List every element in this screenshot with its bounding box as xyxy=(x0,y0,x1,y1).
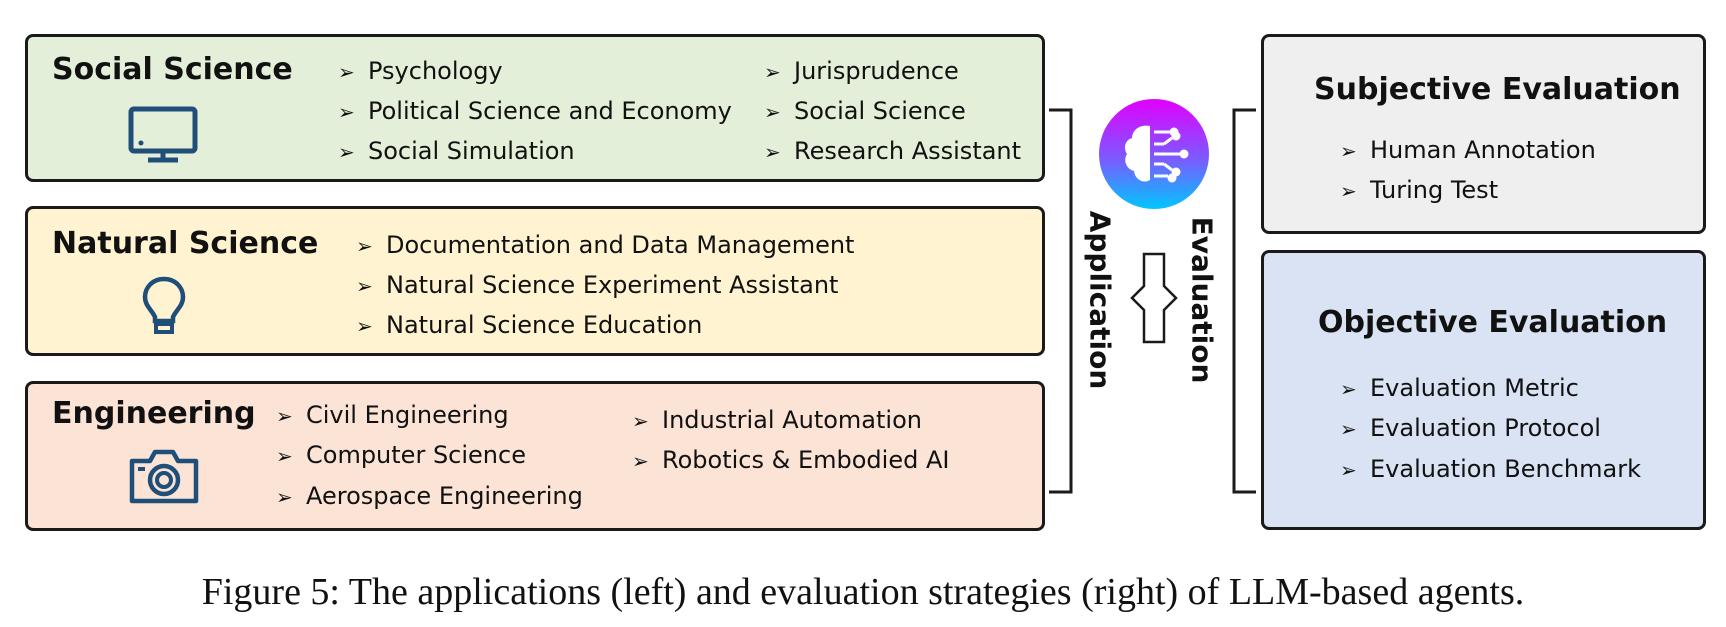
natural-science-box xyxy=(25,206,1045,356)
list-item: ➢Natural Science Experiment Assistant xyxy=(356,271,839,299)
application-bracket xyxy=(1049,108,1073,494)
objective-evaluation-title: Objective Evaluation xyxy=(1318,305,1668,340)
engineering-title: Engineering xyxy=(52,396,256,431)
list-item: ➢Psychology xyxy=(338,57,503,85)
evaluation-label: Evaluation xyxy=(1185,216,1219,384)
list-item: ➢Human Annotation xyxy=(1340,136,1596,164)
engineering-box xyxy=(25,381,1045,531)
objective-evaluation-box xyxy=(1261,250,1706,530)
subjective-evaluation-title: Subjective Evaluation xyxy=(1314,72,1681,107)
list-item: ➢Social Science xyxy=(764,97,966,125)
list-item: ➢Civil Engineering xyxy=(276,401,509,429)
list-item: ➢Evaluation Benchmark xyxy=(1340,455,1641,483)
social-science-title: Social Science xyxy=(52,52,293,87)
list-item: ➢Evaluation Metric xyxy=(1340,374,1579,402)
list-item: ➢Turing Test xyxy=(1340,176,1499,204)
list-item: ➢Robotics & Embodied AI xyxy=(632,446,950,474)
brain-icon xyxy=(1099,99,1209,209)
evaluation-bracket xyxy=(1232,108,1256,494)
list-item: ➢Research Assistant xyxy=(764,137,1022,165)
monitor-icon xyxy=(128,106,198,163)
list-item: ➢Jurisprudence xyxy=(764,57,959,85)
subjective-evaluation-box xyxy=(1261,34,1706,234)
list-item: ➢Computer Science xyxy=(276,441,526,469)
lightbulb-icon xyxy=(142,276,186,334)
list-item: ➢Industrial Automation xyxy=(632,406,922,434)
list-item: ➢Political Science and Economy xyxy=(338,97,732,125)
list-item: ➢Aerospace Engineering xyxy=(276,482,583,510)
figure-caption: Figure 5: The applications (left) and ev… xyxy=(201,571,1525,613)
list-item: ➢Documentation and Data Management xyxy=(356,231,855,259)
list-item: ➢Social Simulation xyxy=(338,137,575,165)
double-arrow-icon xyxy=(1130,252,1178,344)
camera-icon xyxy=(129,449,199,504)
natural-science-title: Natural Science xyxy=(52,226,319,261)
list-item: ➢Natural Science Education xyxy=(356,311,703,339)
application-label: Application xyxy=(1083,210,1117,390)
list-item: ➢Evaluation Protocol xyxy=(1340,414,1601,442)
